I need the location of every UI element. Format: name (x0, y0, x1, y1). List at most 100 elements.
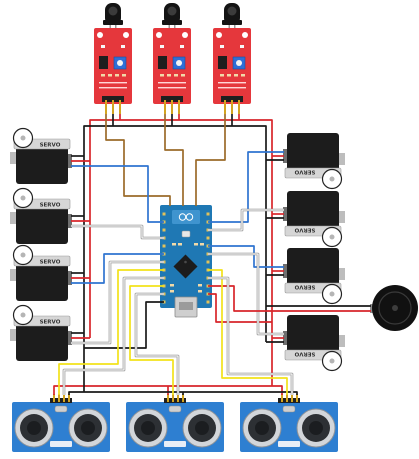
wire-servo-left-3-signal (71, 253, 164, 284)
pin-header (278, 398, 300, 403)
servo-label: SERVO (40, 259, 61, 265)
cable-exit (68, 214, 72, 228)
horn-screw (329, 176, 335, 182)
servo-left-1: SERVO (10, 127, 72, 184)
indicator-led (121, 45, 125, 48)
mounting-hole (242, 32, 248, 38)
nano-pin (162, 244, 166, 248)
header-pin (58, 394, 60, 402)
silkscreen-line (218, 82, 246, 84)
ir-led-base (222, 20, 242, 25)
wire-ultrasonic-1-echo-outline (62, 276, 164, 395)
wire-servo-right-3-signal (208, 245, 284, 268)
servo-right-2: SERVO (283, 191, 345, 248)
servo-body (16, 144, 68, 184)
nano-pin (206, 260, 210, 264)
servo-label: SERVO (294, 284, 315, 290)
buzzer-ring (378, 291, 412, 325)
header-pin (105, 100, 107, 114)
cable-exit (283, 149, 287, 163)
potentiometer-knob (176, 60, 182, 66)
crystal (54, 405, 68, 413)
servo-label: SERVO (294, 169, 315, 175)
smd-part (181, 74, 185, 77)
header-pin (68, 394, 70, 402)
header-pin (172, 394, 174, 402)
arduino-nano (160, 205, 212, 318)
wire-ultrasonic-2-echo-core (135, 293, 179, 395)
header-pin (291, 394, 293, 402)
servo-body (16, 204, 68, 244)
servo-right-1: SERVO (283, 133, 345, 190)
smd-part (241, 74, 245, 77)
ultrasonic-sensor-2 (126, 394, 224, 452)
nano-pin (162, 212, 166, 216)
ir-led-lens (227, 6, 237, 16)
wire-ir-3-signal (195, 114, 226, 206)
cable-exit (283, 207, 287, 221)
servo-label: SERVO (294, 351, 315, 357)
reset-button (181, 230, 191, 238)
pin-header (221, 96, 243, 102)
mounting-hole (97, 32, 103, 38)
horn-screw (329, 291, 335, 297)
ultrasonic-sensor-3 (240, 394, 338, 452)
wire-nano-5v (208, 293, 272, 323)
smd-part (122, 74, 126, 77)
wire-ultrasonic-2-trig (129, 285, 174, 395)
silkscreen-line (99, 82, 127, 84)
smd-part (198, 284, 202, 287)
header-pin (119, 100, 121, 114)
smd-part (170, 284, 174, 287)
header-pin (281, 394, 283, 402)
smd-part (108, 74, 112, 77)
horn-screw (20, 252, 26, 258)
wire-servo-left-2-signal-outline (71, 224, 164, 240)
servo-body (16, 261, 68, 301)
mounting-hole (182, 32, 188, 38)
smd-part (194, 243, 198, 246)
servo-label: SERVO (40, 142, 61, 148)
smd-part (115, 74, 119, 77)
servo-label: SERVO (40, 202, 61, 208)
wire-buzzer-signal (208, 285, 371, 312)
smd-part (227, 74, 231, 77)
nano-pin (162, 228, 166, 232)
usb-socket (179, 302, 193, 310)
cable-exit (68, 154, 72, 168)
header-pin (63, 394, 65, 402)
ir-sensor-3 (213, 3, 251, 114)
header-pin (177, 394, 179, 402)
mounting-tab (10, 329, 16, 341)
silkscreen-line (218, 87, 246, 89)
silkscreen-line (158, 82, 186, 84)
indicator-led (180, 45, 184, 48)
wire-servo-left-1-signal (71, 165, 164, 223)
wire-ir-2-signal (164, 114, 184, 206)
wire-ground-bus (83, 125, 267, 392)
smd-part (200, 243, 204, 246)
wire-ultrasonic-3-trig (208, 269, 288, 395)
crystal (168, 405, 182, 413)
ultrasonic-sensor-1 (12, 394, 110, 452)
transducer-core (81, 421, 95, 435)
logo-icon (185, 213, 194, 221)
ir-led-base (162, 20, 182, 25)
horn-screw (20, 312, 26, 318)
smd-part (101, 74, 105, 77)
smd-part (234, 74, 238, 77)
servo-left-4: SERVO (10, 304, 72, 361)
microcontroller-chip (173, 254, 198, 279)
header-pin (296, 394, 298, 402)
components-layer: SERVO SERVO SERVO SERVO SERVO SERVO SERVO SERVO (10, 3, 418, 452)
label-patch (50, 441, 72, 447)
header-pin (178, 100, 180, 114)
nano-pin (206, 300, 210, 304)
smd-part (167, 74, 171, 77)
pin-header (102, 96, 124, 102)
wire-servo-left-2-signal-core (71, 225, 164, 239)
servo-label: SERVO (40, 319, 61, 325)
smd-part (160, 74, 164, 77)
comparator-chip (218, 56, 227, 69)
